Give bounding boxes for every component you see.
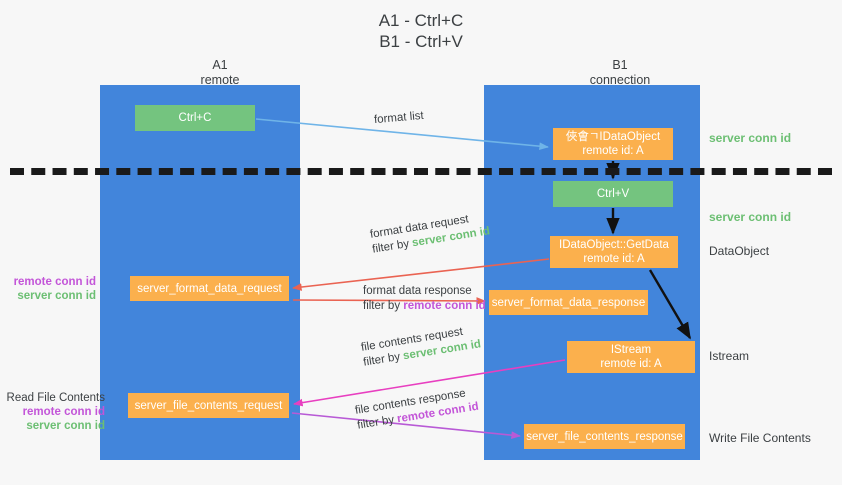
- node-server-format-data-response[interactable]: server_format_data_response: [489, 290, 648, 315]
- annotation-server-conn-id: server conn id: [26, 420, 105, 432]
- title-line-1: A1 - Ctrl+C: [378, 11, 464, 30]
- node-getdata[interactable]: IDataObject::GetData remote id: A: [550, 236, 678, 268]
- column-header-a1-role: remote: [200, 73, 240, 87]
- column-header-b1-role: connection: [589, 73, 651, 87]
- node-ctrl-c[interactable]: Ctrl+C: [135, 105, 255, 131]
- node-server-file-contents-request[interactable]: server_file_contents_request: [128, 393, 289, 418]
- edge-label-file-contents-response: file contents response filter by remote …: [354, 385, 480, 434]
- filter-value-remote-conn-id: remote conn id: [403, 300, 486, 312]
- node-istream[interactable]: IStream remote id: A: [567, 341, 695, 373]
- edge-label-format-data-response-text: format data response: [363, 285, 472, 297]
- node-istream-label: IStream: [610, 344, 652, 356]
- annotation-read-file-contents: Read File Contents: [6, 392, 105, 404]
- page-title: A1 - Ctrl+C B1 - Ctrl+V: [0, 10, 842, 52]
- annotation-server-conn-id: server conn id: [17, 290, 96, 302]
- edge-label-file-contents-request: file contents request filter by server c…: [360, 322, 482, 370]
- annotation-server-conn-id-top: server conn id: [709, 131, 792, 145]
- edge-label-format-list: format list: [373, 109, 425, 128]
- column-header-a1-name: A1: [212, 58, 228, 72]
- edge-label-format-data-request: format data request filter by server con…: [369, 209, 491, 257]
- phase-divider: [10, 168, 832, 175]
- node-server-format-data-response-label: server_format_data_response: [491, 296, 646, 309]
- node-idataobject-remote-id: remote id: A: [582, 145, 644, 157]
- edge-filter-format-data-response: filter by remote conn id: [363, 299, 486, 314]
- node-istream-remote-id: remote id: A: [600, 358, 662, 370]
- filter-prefix: filter by: [362, 350, 405, 369]
- node-idataobject[interactable]: 俠㑹ㄱIDataObject remote id: A: [553, 128, 673, 160]
- annotation-read-file-contents-group: Read File Contents remote conn id server…: [0, 391, 105, 433]
- node-server-format-data-request-label: server_format_data_request: [137, 282, 282, 295]
- node-server-format-data-request[interactable]: server_format_data_request: [130, 276, 289, 301]
- node-ctrl-c-label: Ctrl+C: [178, 112, 212, 124]
- node-server-file-contents-response[interactable]: server_file_contents_response: [524, 424, 685, 449]
- annotation-dataobject: DataObject: [709, 244, 770, 258]
- node-getdata-label: IDataObject::GetData: [559, 239, 669, 251]
- node-ctrl-v-label: Ctrl+V: [596, 188, 630, 200]
- column-header-b1-name: B1: [612, 58, 628, 72]
- filter-prefix: filter by: [371, 237, 414, 256]
- annotation-conn-ids-upper: remote conn id server conn id: [0, 275, 96, 303]
- annotation-remote-conn-id: remote conn id: [13, 276, 96, 288]
- column-header-a1: A1 remote: [130, 58, 310, 88]
- annotation-remote-conn-id: remote conn id: [22, 406, 105, 418]
- node-idataobject-label: 俠㑹ㄱIDataObject: [565, 131, 661, 143]
- node-server-file-contents-request-label: server_file_contents_request: [134, 399, 283, 412]
- edge-label-format-data-response: format data response filter by remote co…: [363, 284, 486, 314]
- title-line-2: B1 - Ctrl+V: [379, 32, 463, 51]
- column-header-b1: B1 connection: [530, 58, 710, 88]
- annotation-write-file-contents: Write File Contents: [709, 431, 811, 445]
- node-ctrl-v[interactable]: Ctrl+V: [553, 181, 673, 207]
- node-server-file-contents-response-label: server_file_contents_response: [526, 430, 683, 443]
- node-getdata-remote-id: remote id: A: [583, 253, 645, 265]
- annotation-server-conn-id-second: server conn id: [709, 210, 792, 224]
- filter-prefix: filter by: [363, 300, 404, 312]
- filter-prefix: filter by: [356, 413, 399, 432]
- edge-label-format-list-text: format list: [373, 109, 425, 127]
- annotation-istream: Istream: [709, 349, 750, 363]
